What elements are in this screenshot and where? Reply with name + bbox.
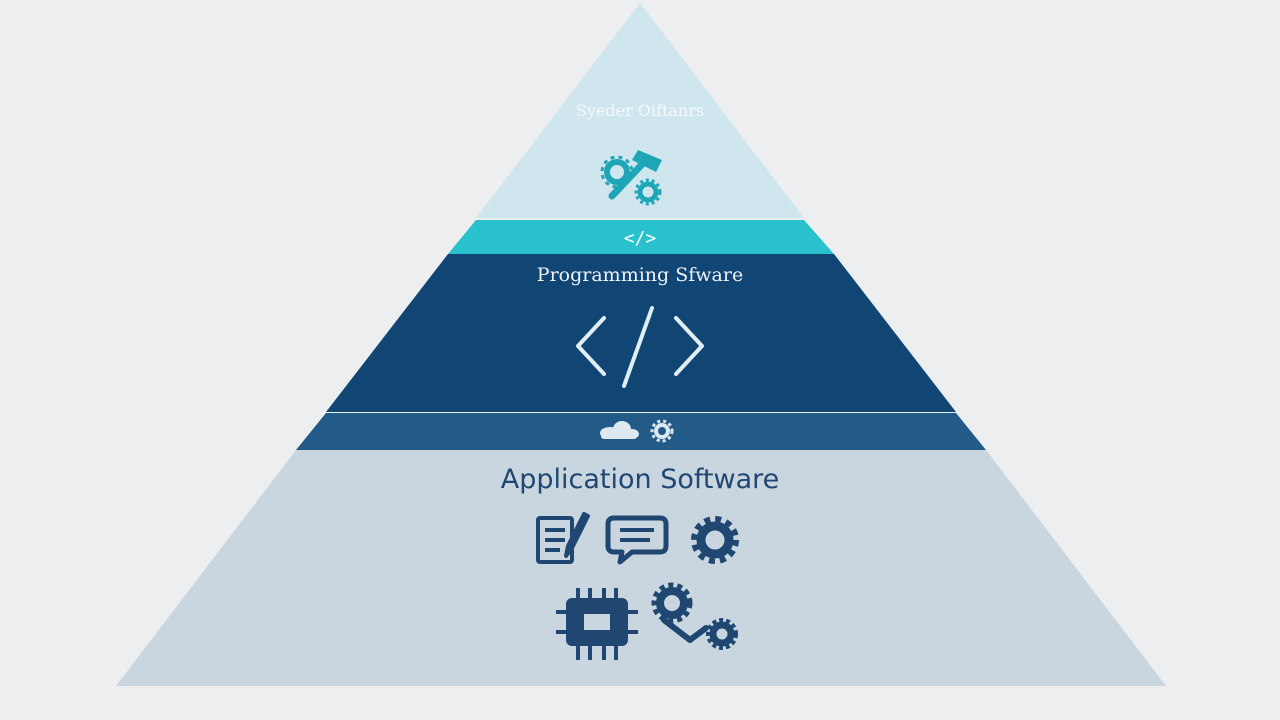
code-brackets-icon	[576, 306, 704, 388]
bottom-layer	[116, 450, 1166, 686]
top-layer-label: Syeder Oiftanrs	[575, 101, 705, 120]
middle-band	[296, 413, 986, 450]
middle-layer-label: Programming Sfware	[536, 264, 744, 286]
top-layer	[476, 3, 804, 218]
teal-band-code-label: </>	[623, 228, 657, 249]
gears-hand-icon	[651, 582, 738, 650]
chip-icon	[556, 588, 638, 660]
band-gear-icon	[650, 419, 674, 443]
cloud-icon	[600, 421, 639, 439]
gear-icon	[691, 516, 739, 564]
teal-band	[448, 220, 834, 254]
chat-bubble-icon	[605, 515, 669, 565]
document-pen-icon	[536, 512, 590, 564]
hammer-gears-icon	[600, 150, 662, 206]
bottom-layer-label: Application Software	[500, 464, 780, 495]
